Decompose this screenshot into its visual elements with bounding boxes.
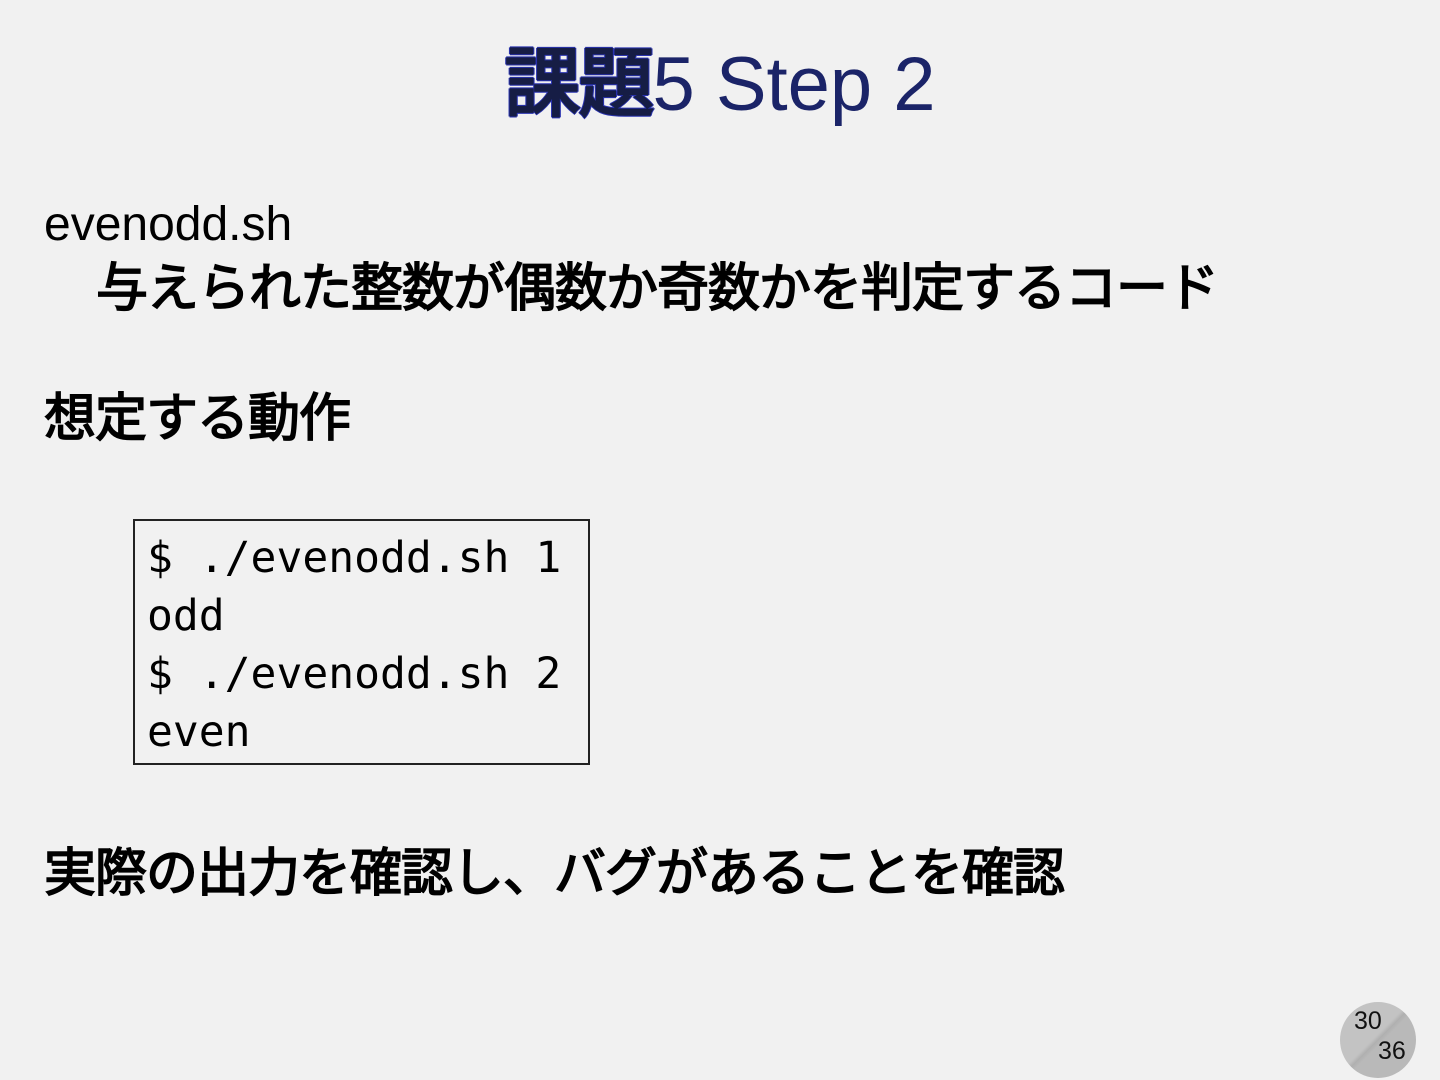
page-number-current: 30 xyxy=(1354,1007,1382,1035)
page-number-badge: 30 36 xyxy=(1340,1002,1416,1078)
code-line: $ ./evenodd.sh 1 xyxy=(147,533,562,583)
page-number-total: 36 xyxy=(1378,1037,1406,1065)
expected-behavior-heading: 想定する動作 xyxy=(44,389,351,449)
page-title-cjk: 課題 xyxy=(504,39,654,128)
terminal-example-box: $ ./evenodd.sh 1 odd $ ./evenodd.sh 2 ev… xyxy=(133,519,590,765)
page-title-latin: 5 Step 2 xyxy=(652,42,936,127)
conclusion-line: 実際の出力を確認し、バグがあることを確認 xyxy=(44,844,1065,904)
body-content: evenodd.sh 与えられた整数が偶数か奇数かを判定するコード 想定する動作 xyxy=(44,196,1404,452)
code-line: odd xyxy=(147,591,225,641)
script-name-line: evenodd.sh xyxy=(44,198,293,251)
page-title: 課題5 Step 2 xyxy=(0,38,1440,131)
code-line: $ ./evenodd.sh 2 xyxy=(147,649,562,699)
code-line: even xyxy=(147,707,251,757)
body-spacer-1 xyxy=(44,324,1404,386)
script-description-line: 与えられた整数が偶数か奇数かを判定するコード xyxy=(96,259,1219,319)
